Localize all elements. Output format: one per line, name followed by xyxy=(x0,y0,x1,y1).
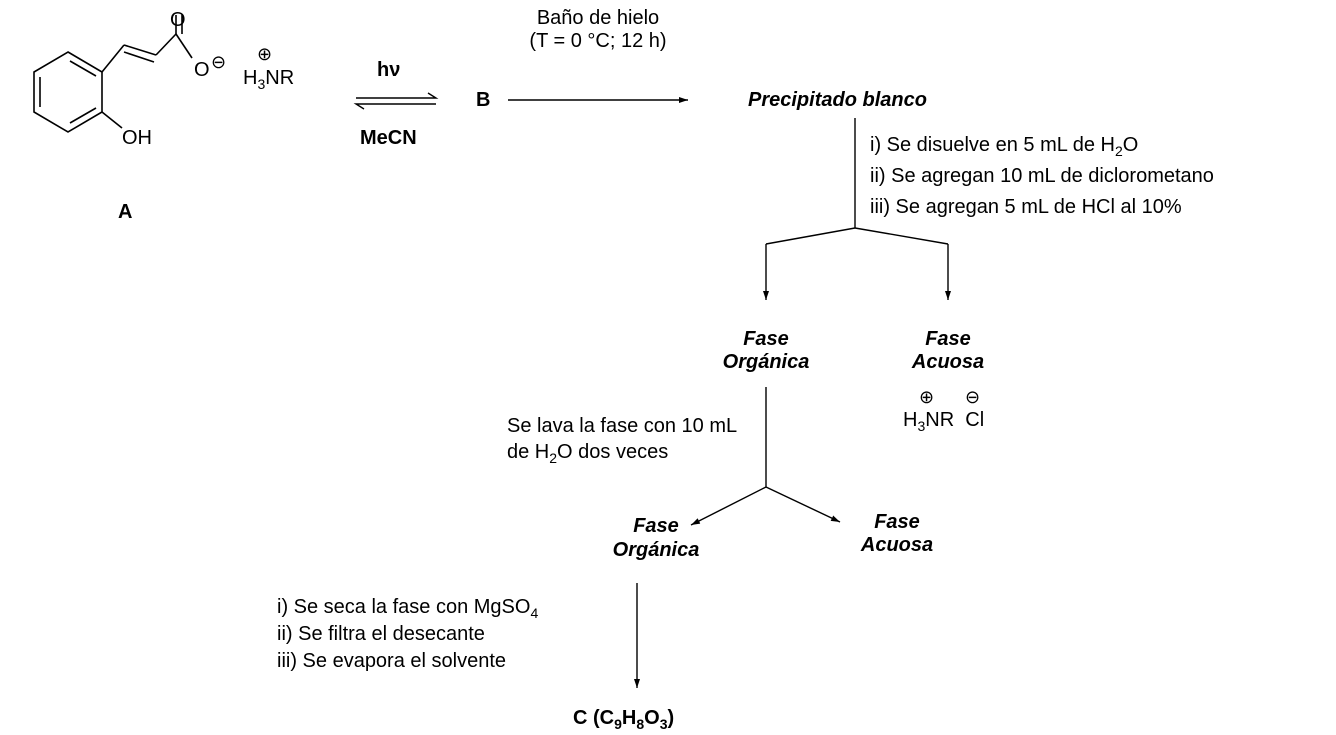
final-step-3: iii) Se evapora el solvente xyxy=(277,650,507,672)
compound-c-label: C (C9H8O3) xyxy=(573,707,675,732)
white-precipitate: Precipitado blanco xyxy=(748,89,927,111)
wash-step-line-1: Se lava la fase con 10 mL xyxy=(507,415,738,437)
aqueous-phase-1-title: Fase xyxy=(925,328,971,350)
organic-phase-1-subtitle: Orgánica xyxy=(722,351,810,373)
ammonium-counterion: H3NR xyxy=(243,67,295,92)
minus-charge-icon: ⊖ xyxy=(965,387,981,407)
organic-phase-1-title: Fase xyxy=(743,328,789,350)
solvent-label: MeCN xyxy=(360,127,417,149)
extraction-step-1: i) Se disuelve en 5 mL de H2O xyxy=(870,134,1139,159)
light-condition: hν xyxy=(377,59,401,81)
wash-step-line-2: de H2O dos veces xyxy=(507,441,669,466)
final-step-2: ii) Se filtra el desecante xyxy=(277,623,485,645)
ammonium-chloride-salt: H3NR Cl xyxy=(903,409,985,434)
aqueous-phase-1-subtitle: Acuosa xyxy=(911,351,985,373)
compound-b-label: B xyxy=(476,89,491,111)
extraction-step-3: iii) Se agregan 5 mL de HCl al 10% xyxy=(870,196,1182,218)
final-step-1: i) Se seca la fase con MgSO4 xyxy=(277,596,539,621)
plus-charge-icon: ⊕ xyxy=(919,387,935,407)
organic-phase-2-title: Fase xyxy=(633,515,679,537)
compound-a-label: A xyxy=(118,201,133,223)
plus-charge-icon: ⊕ xyxy=(257,44,273,64)
hydroxyl-group: OH xyxy=(122,127,152,149)
reaction-conditions: (T = 0 °C; 12 h) xyxy=(529,30,667,52)
ice-bath-label: Baño de hielo xyxy=(536,7,660,29)
extraction-step-2: ii) Se agregan 10 mL de diclorometano xyxy=(870,165,1214,187)
carboxylate-oxygen: O xyxy=(194,59,210,81)
minus-charge-icon: ⊖ xyxy=(211,52,227,72)
organic-phase-2-subtitle: Orgánica xyxy=(612,539,700,561)
carbonyl-oxygen: O xyxy=(170,9,186,31)
aqueous-phase-2-title: Fase xyxy=(874,511,920,533)
scheme-arrows xyxy=(353,92,951,688)
compound-a-structure xyxy=(33,15,193,133)
aqueous-phase-2-subtitle: Acuosa xyxy=(860,534,934,556)
